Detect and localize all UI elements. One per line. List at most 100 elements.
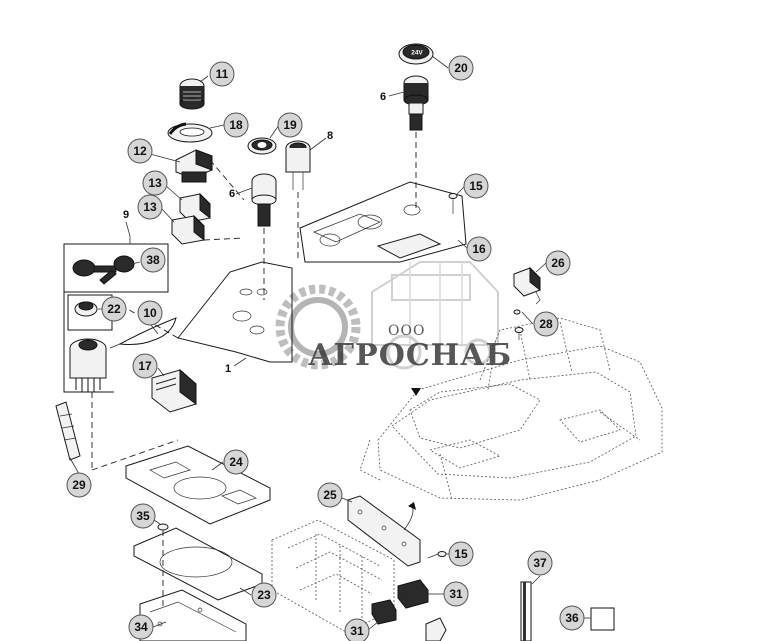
keys-icon bbox=[72, 255, 135, 285]
callout-36[interactable]: 36 bbox=[559, 605, 585, 631]
callout-25[interactable]: 25 bbox=[317, 482, 343, 508]
svg-text:8: 8 bbox=[327, 130, 333, 142]
callout-11[interactable]: 11 bbox=[209, 61, 235, 87]
svg-text:13: 13 bbox=[148, 176, 162, 190]
callout-10[interactable]: 10 bbox=[137, 300, 163, 326]
callout-8[interactable]: 8 bbox=[327, 130, 333, 142]
svg-text:31: 31 bbox=[350, 624, 364, 638]
callout-13-lower[interactable]: 13 bbox=[137, 194, 163, 220]
svg-text:11: 11 bbox=[216, 67, 229, 81]
connector-31-lower bbox=[371, 599, 397, 625]
connector-partial bbox=[425, 617, 447, 641]
callout-31-lower[interactable]: 31 bbox=[344, 618, 370, 641]
upper-bracket bbox=[299, 181, 467, 263]
svg-text:1: 1 bbox=[225, 363, 231, 375]
svg-text:18: 18 bbox=[229, 118, 243, 132]
svg-text:23: 23 bbox=[257, 588, 271, 602]
svg-text:19: 19 bbox=[283, 118, 297, 132]
svg-text:15: 15 bbox=[469, 179, 483, 193]
callout-35[interactable]: 35 bbox=[130, 503, 156, 529]
callout-26[interactable]: 26 bbox=[545, 250, 571, 276]
callout-16[interactable]: 16 bbox=[466, 236, 492, 262]
callout-6-right[interactable]: 6 bbox=[380, 91, 386, 103]
callout-6-left[interactable]: 6 bbox=[229, 188, 235, 200]
socket-6-left bbox=[251, 173, 277, 227]
watermark-brand: АГРОСНАБ bbox=[308, 338, 513, 373]
callout-22[interactable]: 22 bbox=[101, 296, 127, 322]
svg-text:31: 31 bbox=[449, 587, 463, 601]
svg-text:34: 34 bbox=[134, 620, 148, 634]
svg-text:35: 35 bbox=[136, 509, 150, 523]
callout-12[interactable]: 12 bbox=[127, 138, 153, 164]
plate-24 bbox=[125, 445, 271, 525]
callout-31-upper[interactable]: 31 bbox=[443, 581, 469, 607]
svg-text:6: 6 bbox=[380, 91, 386, 103]
sensor-26 bbox=[513, 266, 541, 305]
socket-cap-20: 24V bbox=[398, 43, 434, 65]
callout-15-lower[interactable]: 15 bbox=[448, 541, 474, 567]
socket-8 bbox=[285, 140, 311, 190]
gasket-23 bbox=[133, 527, 263, 601]
watermark-gear-icon bbox=[275, 284, 361, 370]
callout-13-upper[interactable]: 13 bbox=[142, 170, 168, 196]
callout-15-top[interactable]: 15 bbox=[463, 173, 489, 199]
svg-text:36: 36 bbox=[565, 611, 579, 625]
watermark-logo bbox=[275, 261, 499, 370]
bezel-18 bbox=[167, 122, 213, 143]
pointer-arrow-icon bbox=[411, 388, 421, 396]
connector-31-upper bbox=[397, 579, 429, 609]
callouts: 11 18 19 8 20 6 12 13 13 6 9 15 16 38 26… bbox=[66, 55, 585, 641]
bracket-25 bbox=[347, 495, 421, 567]
svg-text:6: 6 bbox=[229, 188, 235, 200]
callout-9[interactable]: 9 bbox=[123, 209, 129, 221]
panel-plate bbox=[177, 261, 293, 363]
svg-text:29: 29 bbox=[72, 478, 86, 492]
svg-text:38: 38 bbox=[146, 253, 160, 267]
callout-23[interactable]: 23 bbox=[251, 582, 277, 608]
svg-text:20: 20 bbox=[454, 61, 468, 75]
svg-text:28: 28 bbox=[539, 317, 553, 331]
watermark-harvester-icon bbox=[371, 261, 499, 370]
machine-cab-outline bbox=[359, 317, 663, 501]
svg-text:13: 13 bbox=[143, 200, 157, 214]
svg-text:17: 17 bbox=[138, 359, 152, 373]
callout-19[interactable]: 19 bbox=[277, 112, 303, 138]
svg-text:22: 22 bbox=[107, 302, 121, 316]
callout-34[interactable]: 34 bbox=[128, 614, 154, 640]
square-36 bbox=[590, 607, 615, 631]
key-switch-kit bbox=[63, 243, 169, 393]
switch-13-upper bbox=[179, 192, 211, 223]
screw-15-top bbox=[448, 193, 458, 214]
relay-17 bbox=[151, 368, 197, 413]
svg-text:37: 37 bbox=[533, 556, 547, 570]
callout-18[interactable]: 18 bbox=[223, 112, 249, 138]
gasket-10 bbox=[109, 317, 177, 349]
washer-35 bbox=[157, 523, 169, 608]
leader-lines bbox=[69, 55, 591, 631]
callout-37[interactable]: 37 bbox=[527, 550, 553, 576]
screw-28 bbox=[513, 309, 524, 340]
rail-37 bbox=[520, 581, 532, 641]
callout-29[interactable]: 29 bbox=[66, 472, 92, 498]
socket-cap-19 bbox=[247, 137, 277, 155]
callout-24[interactable]: 24 bbox=[223, 449, 249, 475]
frame-34 bbox=[139, 589, 247, 641]
svg-text:26: 26 bbox=[551, 256, 565, 270]
socket-cap-marking: 24V bbox=[411, 50, 423, 57]
screw-15-lower bbox=[427, 551, 447, 559]
svg-text:24: 24 bbox=[229, 455, 243, 469]
svg-text:15: 15 bbox=[454, 547, 468, 561]
callout-17[interactable]: 17 bbox=[132, 353, 158, 379]
callout-28[interactable]: 28 bbox=[533, 311, 559, 337]
ignition-switch bbox=[69, 338, 107, 392]
callout-20[interactable]: 20 bbox=[448, 55, 474, 81]
callout-38[interactable]: 38 bbox=[140, 247, 166, 273]
svg-text:10: 10 bbox=[143, 306, 157, 320]
callout-1[interactable]: 1 bbox=[225, 363, 231, 375]
switch-cap-11 bbox=[179, 78, 205, 110]
switch-body-12 bbox=[175, 149, 213, 183]
svg-text:12: 12 bbox=[133, 144, 147, 158]
relay-box-assembly bbox=[271, 519, 395, 633]
watermark-prefix: ООО bbox=[388, 323, 426, 339]
